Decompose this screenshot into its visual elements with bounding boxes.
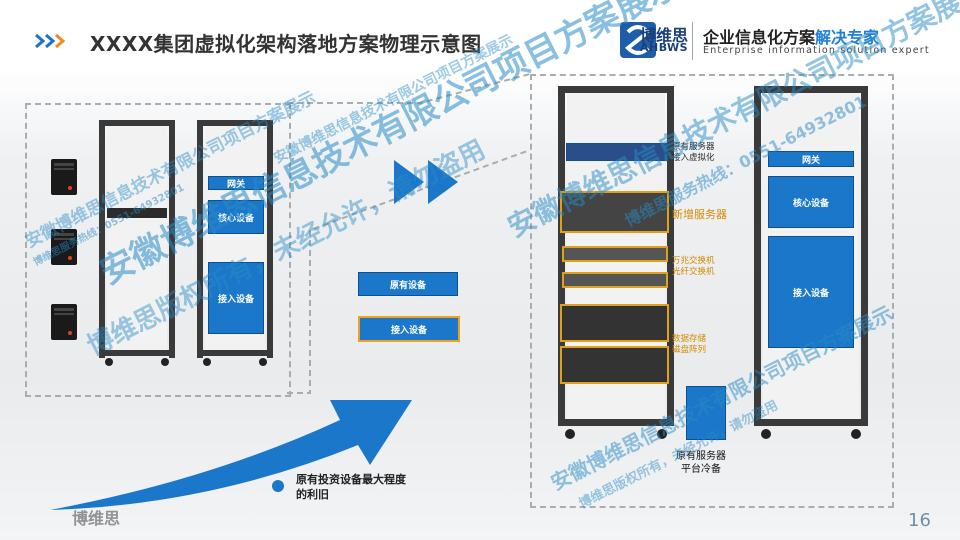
access-device-box: 接入设备 <box>208 262 264 334</box>
double-chevron-icon <box>35 33 66 49</box>
storage-unit-1 <box>560 304 669 342</box>
slogan: 企业信息化方案解决专家 <box>703 24 879 48</box>
server-rack-1 <box>99 120 175 366</box>
switch-label: 万兆交换机 光纤交换机 <box>672 256 715 278</box>
tower-server-icon <box>51 304 77 340</box>
existing-server-label: 原有服务器 接入虚拟化 <box>672 142 715 164</box>
existing-server-unit <box>566 143 668 161</box>
logo-english: AHBWS <box>640 41 689 54</box>
page-number: 16 <box>908 510 931 531</box>
switch-unit <box>562 246 668 262</box>
left-dashed-frame <box>25 103 291 397</box>
new-server-label: 新增服务器 <box>672 208 727 221</box>
right-core-device-box: 核心设备 <box>768 176 854 228</box>
switch-label-text: 万兆交换机 光纤交换机 <box>672 256 715 277</box>
cold-backup-server <box>686 386 726 440</box>
tower-server-icon <box>51 229 77 265</box>
new-server-unit <box>560 191 669 233</box>
tower-server-icon <box>51 159 77 195</box>
right-dashed-frame <box>530 74 894 508</box>
page-title: XXXX集团虚拟化架构落地方案物理示意图 <box>90 32 482 56</box>
switch-unit-2 <box>562 272 668 288</box>
existing-server-label-text: 原有服务器 接入虚拟化 <box>672 142 715 163</box>
right-gateway-box: 网关 <box>768 151 854 167</box>
legacy-device-box: 原有设备 <box>358 272 458 296</box>
slogan-prefix: 企业信息化方案 <box>703 28 816 47</box>
gateway-box: 网关 <box>208 176 264 190</box>
cold-backup-label-text: 原有服务器 平台冷备 <box>676 451 726 475</box>
header-bar <box>0 0 960 70</box>
cold-backup-label: 原有服务器 平台冷备 <box>676 450 726 476</box>
legend-text-content: 原有投资设备最大程度 的利旧 <box>296 473 406 501</box>
legacy-access-box: 接入设备 <box>358 316 460 342</box>
header-divider <box>692 22 693 60</box>
storage-label-text: 数据存储 磁盘阵列 <box>672 334 707 355</box>
forward-arrows-icon <box>394 160 458 204</box>
logo-chinese: 博维思 <box>640 26 689 45</box>
storage-unit-2 <box>560 346 669 384</box>
slogan-highlight: 解决专家 <box>815 28 880 47</box>
legend-dot <box>272 480 284 492</box>
right-access-device-box: 接入设备 <box>768 236 854 348</box>
big-curved-arrow-icon <box>50 400 412 510</box>
core-device-box: 核心设备 <box>208 200 264 234</box>
slogan-english: Enterprise information solution expert <box>703 45 930 56</box>
storage-label: 数据存储 磁盘阵列 <box>672 334 706 356</box>
main-server-rack <box>558 86 674 439</box>
company-logo-icon <box>620 22 656 58</box>
legend-text: 原有投资设备最大程度 的利旧 <box>296 472 406 502</box>
